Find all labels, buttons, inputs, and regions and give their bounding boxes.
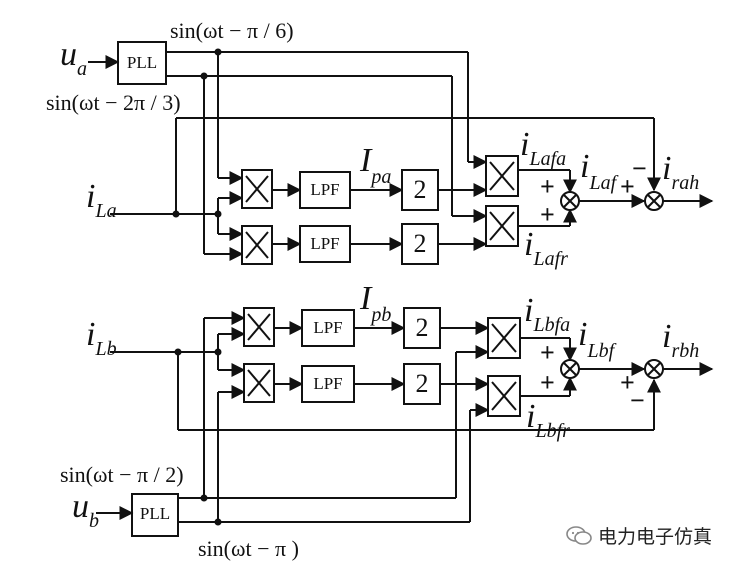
phase-label-top-1: sin(ωt − π / 6) (170, 18, 294, 43)
label-iLafa: iLafa (520, 126, 567, 170)
lpf-label-b1: LPF (313, 318, 343, 337)
gain-block-a2 (401, 223, 439, 265)
label-Ipa: Ipa (360, 142, 392, 188)
label-iLbf: iLbf (578, 316, 615, 362)
label-iLaf: iLaf (580, 148, 617, 194)
phase-label-bottom-2: sin(ωt − π ) (198, 536, 299, 561)
signal-ub: ub (72, 488, 99, 532)
phase-label-top-2: sin(ωt − 2π / 3) (46, 90, 181, 115)
sign-plus-a3: + (620, 172, 635, 201)
signal-iLb: iLb (86, 316, 117, 360)
gain-label-b1: 2 (415, 313, 429, 342)
sign-plus-b2: + (540, 368, 555, 397)
sign-plus-b3: + (620, 368, 635, 397)
label-iLbfa: iLbfa (524, 292, 571, 336)
pll-block-b (131, 493, 179, 537)
gain-label-b2: 2 (415, 369, 429, 398)
lpf-label-a1: LPF (310, 180, 340, 199)
chat-bubbles-icon (566, 525, 592, 545)
sign-plus-b1: + (540, 338, 555, 367)
lpf-block-b1 (301, 309, 355, 347)
signal-ua: ua (60, 36, 87, 80)
gain-label-a2: 2 (413, 229, 427, 258)
lpf-block-b2 (301, 365, 355, 403)
lpf-block-a1 (299, 171, 351, 209)
sign-plus-a1: + (540, 172, 555, 201)
output-irah: irah (662, 150, 700, 194)
label-iLbfr: iLbfr (526, 398, 570, 442)
sign-minus-b: − (630, 386, 645, 415)
label-Ipb: Ipb (360, 280, 392, 326)
lpf-block-a2 (299, 225, 351, 263)
sign-plus-a2: + (540, 200, 555, 229)
sign-minus-a: − (632, 154, 647, 183)
phase-label-bottom-1: sin(ωt − π / 2) (60, 462, 184, 487)
signal-iLa: iLa (86, 178, 117, 222)
gain-block-b2 (403, 363, 441, 405)
label-iLafr: iLafr (524, 226, 568, 270)
pll-label-a: PLL (126, 53, 158, 72)
watermark-text: 电力电子仿真 (598, 526, 713, 548)
lpf-label-b2: LPF (313, 374, 343, 393)
pll-label-b: PLL (139, 504, 171, 523)
output-irbh: irbh (662, 318, 700, 362)
gain-label-a1: 2 (413, 175, 427, 204)
lpf-label-a2: LPF (310, 234, 340, 253)
watermark: 电力电子仿真 (566, 522, 712, 549)
gain-block-a1 (401, 169, 439, 211)
